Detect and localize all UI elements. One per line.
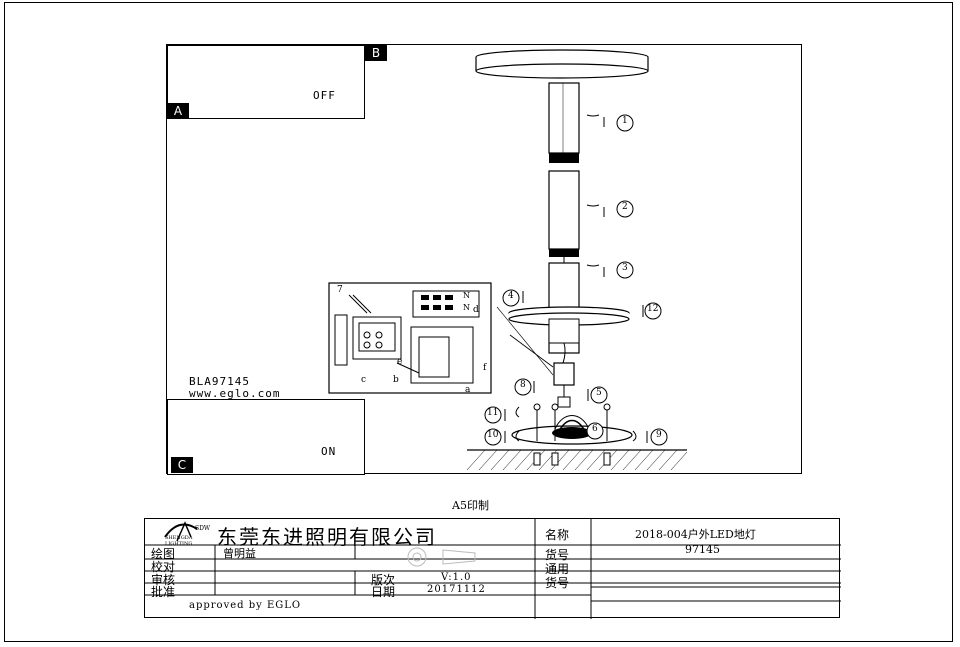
step-8: 8: [520, 380, 526, 390]
inset-tag-a: A: [167, 103, 189, 119]
detail-f: f: [483, 363, 487, 373]
approved-by: approved by EGLO: [189, 600, 302, 611]
approved-label: 批准: [151, 585, 176, 599]
print-size-caption: A5印制: [452, 499, 489, 512]
switch-off-label: OFF: [313, 89, 336, 102]
checked-label: 校对: [151, 560, 176, 574]
version-value: V:1.0: [441, 572, 472, 583]
page-frame: [4, 2, 953, 642]
pole-segment-2: [548, 170, 580, 257]
wiring-detail: [328, 282, 492, 394]
step-1: 1: [622, 116, 628, 126]
logo-text: SHENGDA LIGHTING: [165, 535, 193, 547]
drawn-value: 曾明益: [223, 547, 256, 560]
inset-switch-off: [167, 45, 365, 119]
company-name: 东莞东进照明有限公司: [217, 525, 437, 549]
inset-tag-b: B: [365, 45, 387, 61]
step-9: 9: [656, 430, 662, 440]
pole-segment-1: [548, 82, 580, 163]
item-no-label: 货号: [545, 548, 570, 562]
name-value: 2018-004户外LED地灯: [635, 528, 756, 541]
step-4: 4: [508, 291, 514, 301]
name-label: 名称: [545, 528, 570, 542]
terminal-n-1: N: [463, 291, 470, 300]
date-label: 日期: [371, 585, 396, 599]
step-5: 5: [596, 388, 602, 398]
base-plate: [508, 306, 630, 344]
drawn-label: 绘图: [151, 547, 176, 561]
detail-d: d: [473, 305, 479, 315]
connector: [496, 306, 575, 408]
detail-c: c: [361, 375, 367, 385]
model-label: BLA97145: [189, 375, 250, 388]
step-10: 10: [487, 430, 499, 440]
reviewed-label: 审核: [151, 573, 176, 587]
assembly-drawing: A B OFF C ON BLA97145 www.eglo.com 1 2 3…: [166, 44, 802, 475]
step-3: 3: [622, 263, 628, 273]
step-11: 11: [487, 408, 499, 418]
step-markers: [504, 114, 648, 443]
detail-a: a: [465, 385, 471, 395]
step-circles: [484, 114, 668, 446]
general-item-label-2: 货号: [545, 576, 570, 590]
date-value: 20171112: [427, 584, 486, 595]
detail-e: e: [397, 357, 403, 367]
logo-mark-text: SDW: [195, 525, 211, 532]
inset-tag-c: C: [171, 457, 193, 473]
title-block: SDW SHENGDA LIGHTING 东莞东进照明有限公司 名称 2018-…: [144, 518, 841, 619]
step-2: 2: [622, 202, 628, 212]
step-12: 12: [647, 304, 659, 314]
lamp-head: [475, 49, 649, 79]
item-no-value: 97145: [685, 543, 720, 556]
version-label: 版次: [371, 573, 396, 587]
detail-b: b: [393, 375, 399, 385]
company-logo: [164, 521, 198, 542]
switch-on-label: ON: [321, 445, 337, 458]
step-7: 7: [337, 285, 343, 295]
inset-switch-on: [167, 399, 365, 475]
step-6: 6: [592, 424, 598, 434]
website-label: www.eglo.com: [189, 387, 281, 400]
general-item-label-1: 通用: [545, 562, 570, 576]
terminal-n-2: N: [463, 303, 470, 312]
